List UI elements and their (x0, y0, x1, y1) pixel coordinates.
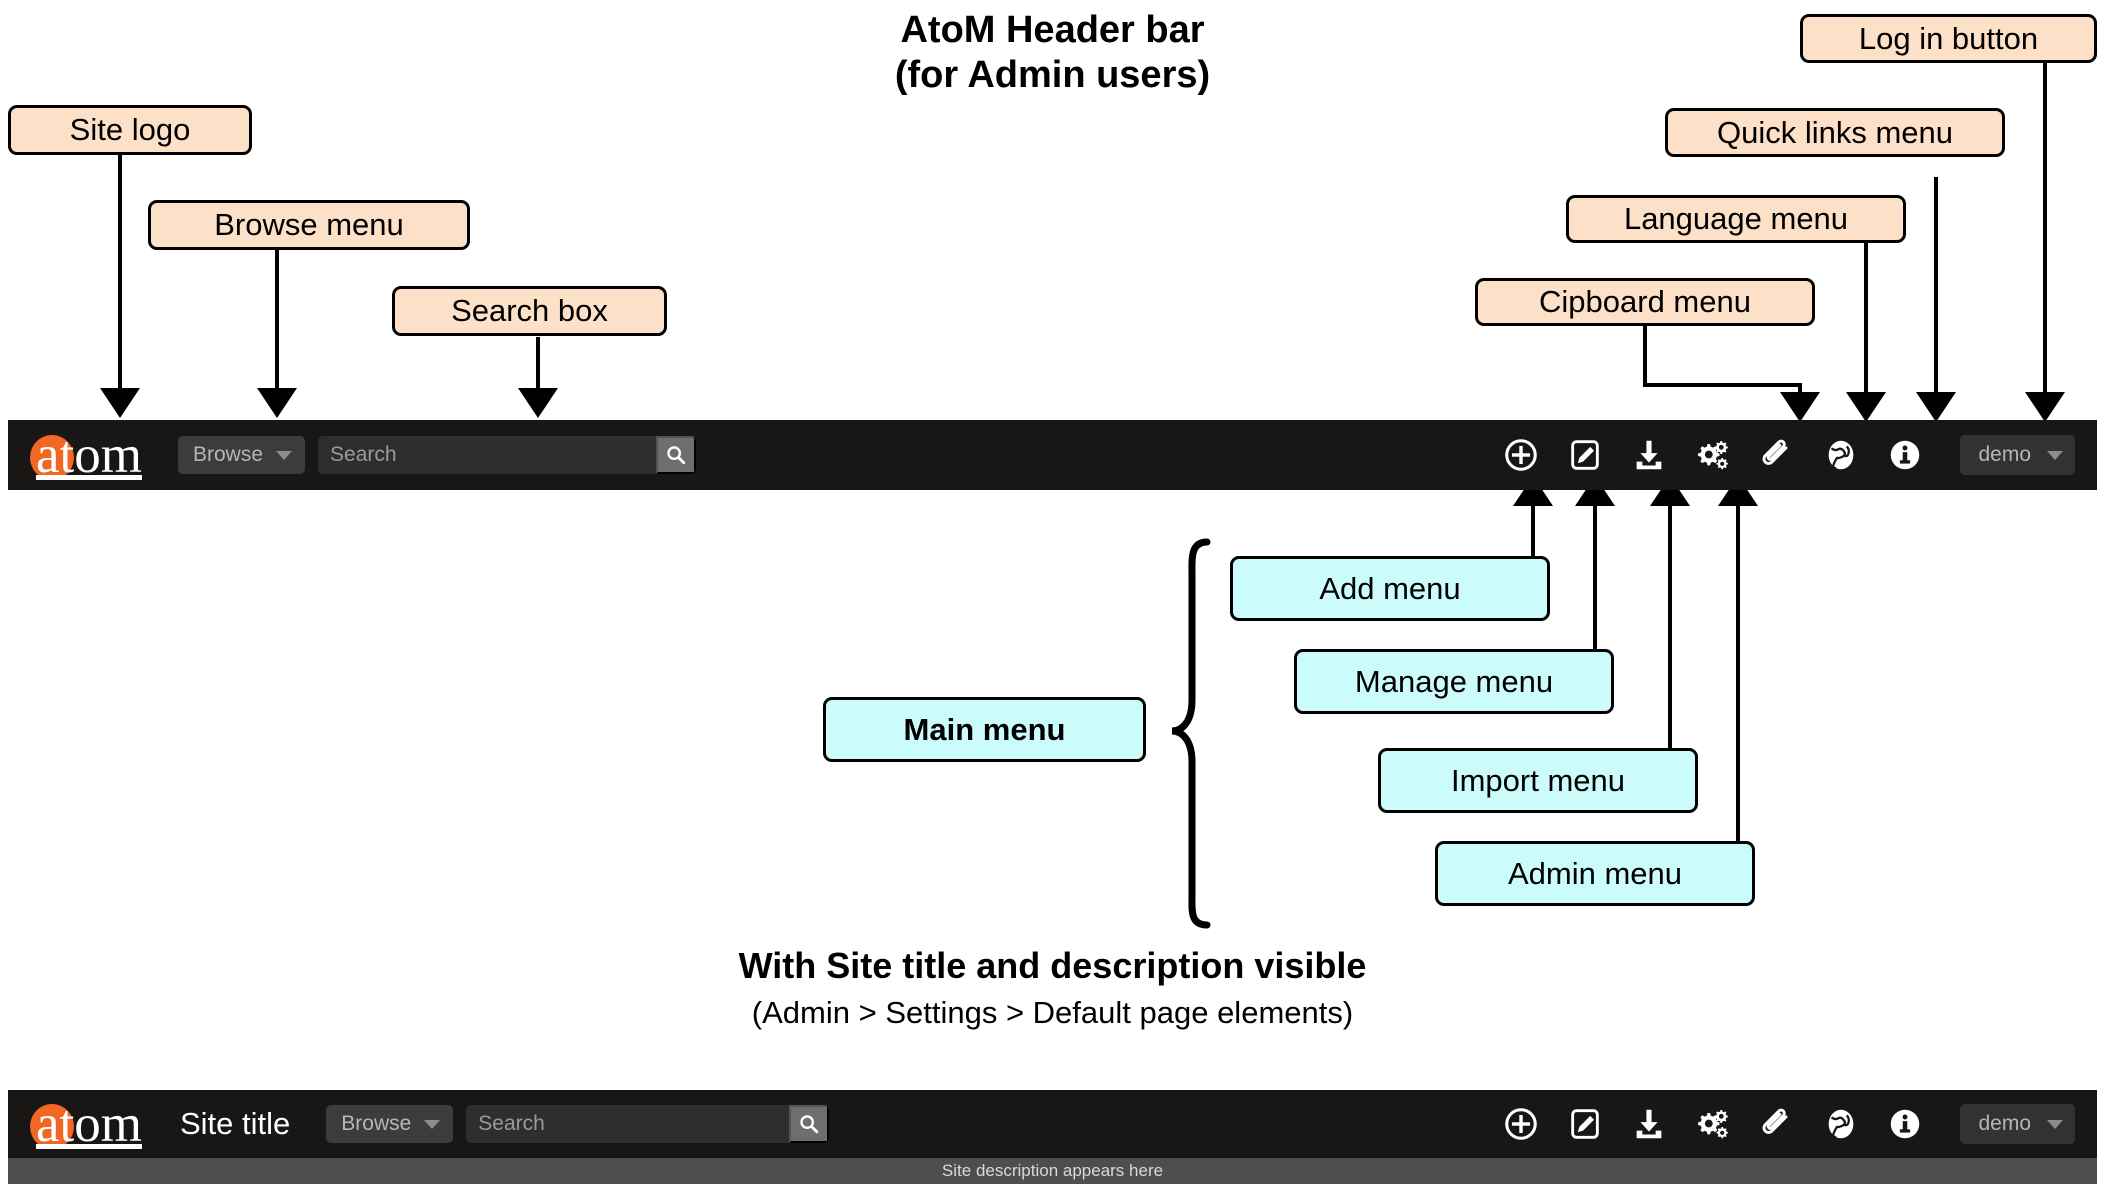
header-icon-group: demo (1500, 1090, 2097, 1158)
logo-text-rest: tom (59, 425, 142, 484)
browse-menu-button[interactable]: Browse (177, 436, 306, 474)
admin-icon[interactable] (1692, 1103, 1734, 1145)
callout-main-menu: Main menu (823, 697, 1146, 762)
import-icon[interactable] (1628, 1103, 1670, 1145)
logo-letter-a: a (36, 425, 60, 484)
callout-label: Cipboard menu (1539, 284, 1751, 319)
magnifier-icon (800, 1115, 819, 1134)
login-user-menu-button[interactable]: demo (1960, 435, 2075, 475)
callout-label: Site logo (69, 112, 191, 147)
manage-icon[interactable] (1564, 434, 1606, 476)
callout-label: Log in button (1858, 20, 2039, 56)
browse-menu-label: Browse (341, 1112, 412, 1135)
search-box[interactable] (466, 1105, 830, 1143)
site-title: Site title (179, 1106, 291, 1141)
login-user-label: demo (1978, 443, 2031, 466)
browse-menu-label: Browse (192, 443, 264, 466)
callout-label: Import menu (1450, 762, 1625, 798)
browse-menu-button[interactable]: Browse (326, 1105, 454, 1143)
section-subtitle: With Site title and description visible … (0, 945, 2105, 1032)
language-icon[interactable] (1820, 434, 1862, 476)
callout-label: Browse menu (214, 207, 404, 242)
add-icon[interactable] (1500, 434, 1542, 476)
callout-clipboard-menu: Cipboard menu (1475, 278, 1815, 326)
logo-text-rest: tom (59, 1094, 142, 1153)
search-box[interactable] (318, 436, 697, 474)
page-title: AtoM Header bar (for Admin users) (0, 8, 2105, 98)
callout-label: Main menu (903, 711, 1066, 747)
callout-language-menu: Language menu (1566, 195, 1906, 243)
section-subtitle-line1: With Site title and description visible (738, 945, 1367, 986)
callout-manage-menu: Manage menu (1294, 649, 1614, 714)
clipboard-icon[interactable] (1756, 434, 1798, 476)
callout-site-logo: Site logo (8, 105, 252, 155)
search-input[interactable] (318, 436, 657, 474)
language-icon[interactable] (1820, 1103, 1862, 1145)
quicklinks-icon[interactable] (1884, 1103, 1926, 1145)
callout-admin-menu: Admin menu (1435, 841, 1755, 906)
page-title-line1: AtoM Header bar (900, 9, 1205, 51)
callout-label: Manage menu (1354, 663, 1554, 699)
quicklinks-icon[interactable] (1884, 434, 1926, 476)
callout-label: Add menu (1319, 570, 1461, 606)
callout-search-box: Search box (392, 286, 667, 336)
atom-header-bar: atom Browse (8, 420, 2097, 490)
callout-label: Search box (451, 293, 608, 328)
login-user-label: demo (1978, 1112, 2031, 1135)
chevron-down-icon (424, 1119, 441, 1129)
site-description-bar: Site description appears here (8, 1158, 2097, 1184)
site-logo[interactable]: atom (30, 425, 142, 484)
callout-label: Language menu (1623, 201, 1849, 236)
chevron-down-icon (276, 450, 293, 460)
callout-label: Quick links menu (1716, 114, 1954, 150)
page-title-line2: (for Admin users) (894, 53, 1211, 96)
add-icon[interactable] (1500, 1103, 1542, 1145)
manage-icon[interactable] (1564, 1103, 1606, 1145)
admin-icon[interactable] (1692, 434, 1734, 476)
header-icon-group: demo (1500, 420, 2097, 490)
section-subtitle-line2: (Admin > Settings > Default page element… (751, 995, 1354, 1031)
search-input[interactable] (466, 1105, 790, 1143)
search-submit-button[interactable] (656, 436, 697, 474)
site-logo[interactable]: atom (30, 1094, 142, 1153)
callout-label: Admin menu (1507, 855, 1683, 891)
callout-quick-links-menu: Quick links menu (1665, 108, 2005, 157)
callout-log-in-button: Log in button (1800, 14, 2097, 63)
clipboard-icon[interactable] (1756, 1103, 1798, 1145)
chevron-down-icon (2047, 1119, 2063, 1129)
magnifier-icon (667, 446, 686, 465)
callout-browse-menu: Browse menu (148, 200, 470, 250)
atom-header-bar-with-title: atom Site title Browse (8, 1090, 2097, 1158)
logo-letter-a: a (36, 1094, 60, 1153)
site-description: Site description appears here (941, 1161, 1164, 1180)
logo-accent-circle (30, 434, 74, 480)
login-user-menu-button[interactable]: demo (1960, 1104, 2075, 1144)
chevron-down-icon (2047, 450, 2063, 460)
callout-add-menu: Add menu (1230, 556, 1550, 621)
search-submit-button[interactable] (789, 1105, 830, 1143)
logo-accent-circle (30, 1103, 74, 1149)
import-icon[interactable] (1628, 434, 1670, 476)
callout-import-menu: Import menu (1378, 748, 1698, 813)
